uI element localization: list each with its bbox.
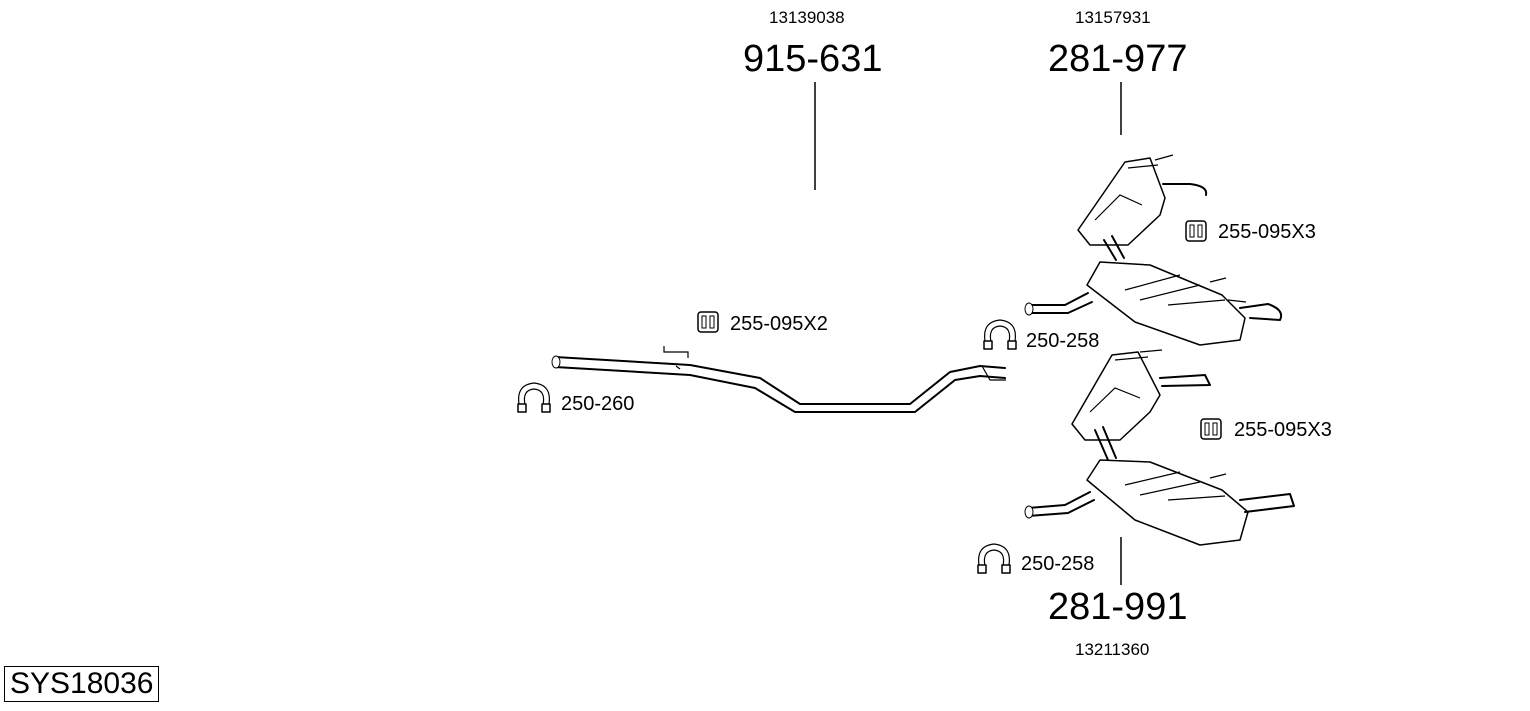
oe-number-top-muffler: 13157931 — [1075, 8, 1151, 27]
part-number-top-muffler: 281-977 — [1048, 38, 1188, 80]
top-muffler-drawing — [1024, 154, 1283, 346]
clamp-icon-mid — [983, 319, 1017, 350]
hanger-icon-bottom — [1200, 418, 1222, 440]
clamp-icon-bottom — [977, 543, 1011, 574]
hanger-icon-pipe — [697, 311, 719, 333]
clamp-label-front: 250-260 — [561, 393, 635, 415]
clamp-label-bottom: 250-258 — [1021, 553, 1095, 575]
part-number-bottom-muffler: 281-991 — [1048, 586, 1188, 628]
bottom-muffler-drawing — [1024, 349, 1295, 546]
front-pipe-drawing — [551, 346, 1006, 413]
hanger-label-top: 255-095X3 — [1218, 221, 1316, 243]
part-number-front-pipe: 915-631 — [743, 38, 883, 80]
system-code-label: SYS18036 — [4, 666, 160, 702]
hanger-label-bottom: 255-095X3 — [1234, 419, 1332, 441]
clamp-label-mid: 250-258 — [1026, 330, 1100, 352]
hanger-label-pipe: 255-095X2 — [730, 313, 828, 335]
oe-number-bottom-muffler: 13211360 — [1075, 640, 1150, 659]
hanger-icon-top — [1185, 220, 1207, 242]
oe-number-front-pipe: 13139038 — [769, 8, 845, 27]
clamp-icon-front — [517, 382, 551, 413]
